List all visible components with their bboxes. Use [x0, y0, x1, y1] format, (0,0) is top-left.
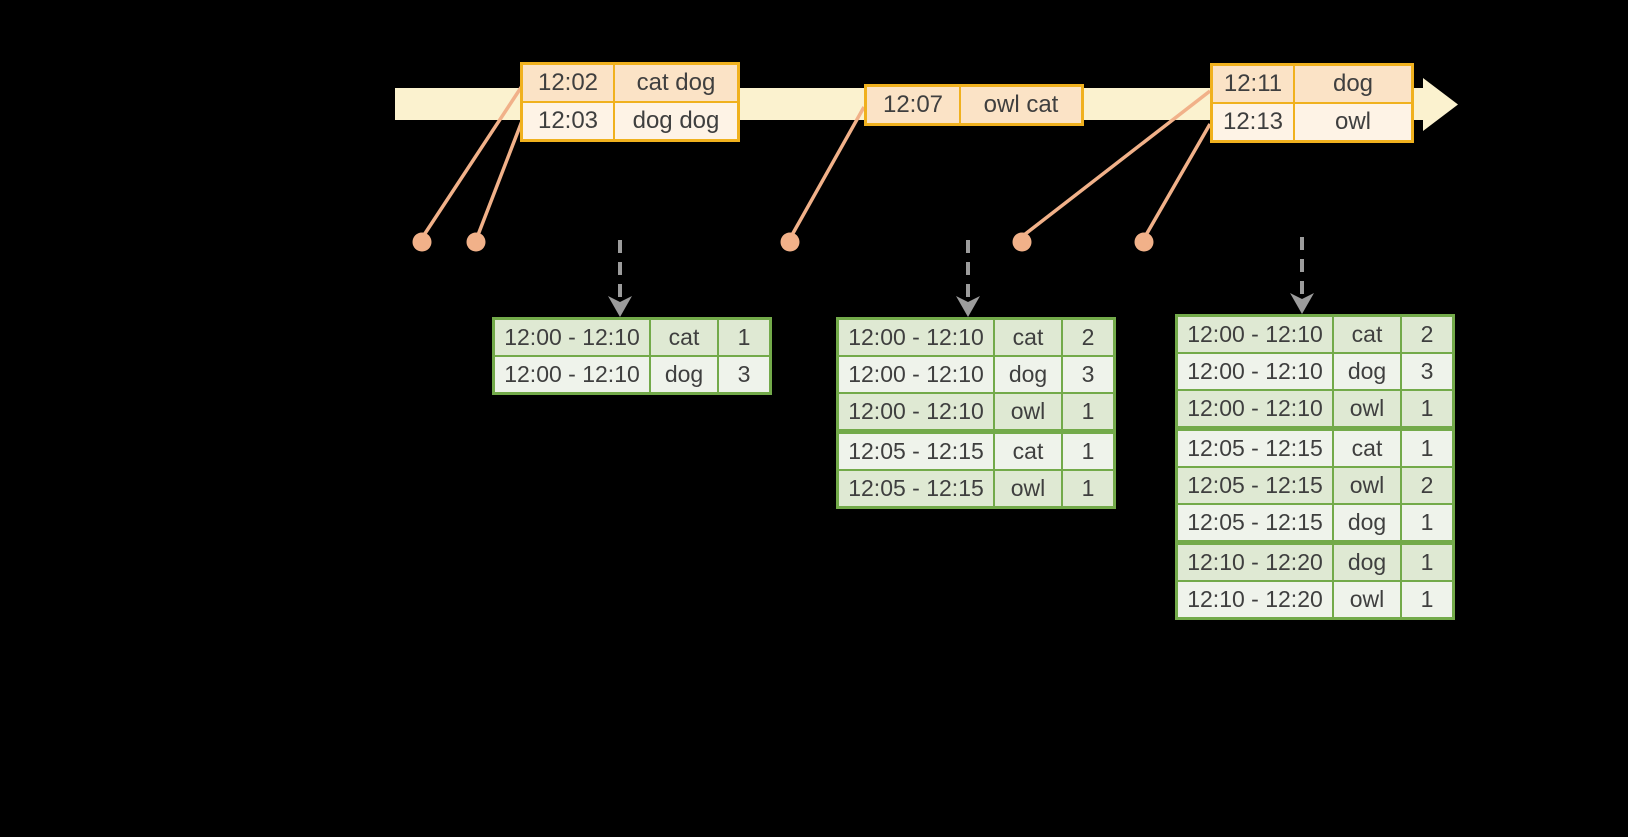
result-window: 12:05 - 12:15 — [1175, 466, 1334, 505]
event-dot — [780, 232, 800, 252]
result-word: cat — [1332, 314, 1402, 354]
result-count: 1 — [717, 317, 772, 357]
event-words: owl — [1293, 102, 1414, 143]
table-row: 12:10 - 12:20 owl 1 — [1175, 580, 1455, 620]
result-window: 12:05 - 12:15 — [836, 469, 995, 509]
table-row: 12:07 owl cat — [864, 84, 1084, 126]
result-count: 1 — [1400, 503, 1455, 544]
result-count: 2 — [1400, 314, 1455, 354]
result-word: cat — [993, 317, 1063, 357]
event-dot — [1012, 232, 1032, 252]
result-word: dog — [1332, 352, 1402, 391]
connector-line — [1022, 89, 1212, 237]
table-row: 12:05 - 12:15 cat 1 — [836, 429, 1116, 471]
result-window: 12:10 - 12:20 — [1175, 540, 1334, 582]
result-count: 3 — [717, 355, 772, 395]
result-window: 12:05 - 12:15 — [836, 429, 995, 471]
table-row: 12:00 - 12:10 owl 1 — [1175, 389, 1455, 430]
result-window: 12:00 - 12:10 — [836, 317, 995, 357]
trigger-arrow-icon — [1290, 237, 1314, 314]
result-count: 1 — [1061, 392, 1116, 433]
event-time: 12:07 — [864, 84, 961, 126]
event-time: 12:11 — [1210, 63, 1295, 104]
connector-line — [476, 120, 524, 236]
result-word: dog — [1332, 540, 1402, 582]
result-count: 2 — [1061, 317, 1116, 357]
table-row: 12:13 owl — [1210, 102, 1414, 143]
result-table-3: 12:00 - 12:10 cat 2 12:00 - 12:10 dog 3 … — [1175, 314, 1455, 620]
result-window: 12:00 - 12:10 — [836, 355, 995, 394]
table-row: 12:00 - 12:10 owl 1 — [836, 392, 1116, 433]
table-row: 12:00 - 12:10 dog 3 — [492, 355, 772, 395]
event-table-1: 12:02 cat dog 12:03 dog dog — [520, 62, 740, 142]
result-count: 1 — [1400, 389, 1455, 430]
table-row: 12:02 cat dog — [520, 62, 740, 103]
result-count: 1 — [1400, 580, 1455, 620]
table-row: 12:10 - 12:20 dog 1 — [1175, 540, 1455, 582]
connector-line — [422, 85, 524, 236]
result-count: 3 — [1061, 355, 1116, 394]
table-row: 12:00 - 12:10 cat 1 — [492, 317, 772, 357]
result-word: owl — [993, 469, 1063, 509]
trigger-arrow-icon — [956, 240, 980, 317]
result-word: cat — [1332, 426, 1402, 468]
result-table-2: 12:00 - 12:10 cat 2 12:00 - 12:10 dog 3 … — [836, 317, 1116, 509]
event-table-3: 12:11 dog 12:13 owl — [1210, 63, 1414, 143]
event-time: 12:13 — [1210, 102, 1295, 143]
result-count: 1 — [1400, 426, 1455, 468]
result-count: 3 — [1400, 352, 1455, 391]
result-count: 2 — [1400, 466, 1455, 505]
event-dot — [412, 232, 432, 252]
result-count: 1 — [1400, 540, 1455, 582]
result-window: 12:05 - 12:15 — [1175, 503, 1334, 544]
event-words: cat dog — [613, 62, 740, 103]
result-word: owl — [993, 392, 1063, 433]
event-words: dog dog — [613, 101, 740, 142]
result-word: cat — [649, 317, 719, 357]
result-window: 12:05 - 12:15 — [1175, 426, 1334, 468]
table-row: 12:00 - 12:10 dog 3 — [836, 355, 1116, 394]
trigger-arrow-icon — [608, 240, 632, 317]
table-row: 12:03 dog dog — [520, 101, 740, 142]
result-window: 12:00 - 12:10 — [492, 355, 651, 395]
connector-line — [1144, 123, 1212, 236]
result-word: cat — [993, 429, 1063, 471]
timeline-arrowhead-icon — [1423, 78, 1458, 131]
result-word: dog — [649, 355, 719, 395]
result-window: 12:00 - 12:10 — [1175, 352, 1334, 391]
table-row: 12:05 - 12:15 owl 1 — [836, 469, 1116, 509]
result-word: owl — [1332, 580, 1402, 620]
event-words: dog — [1293, 63, 1414, 104]
table-row: 12:05 - 12:15 owl 2 — [1175, 466, 1455, 505]
event-time: 12:03 — [520, 101, 615, 142]
event-words: owl cat — [959, 84, 1084, 126]
event-dot — [1134, 232, 1154, 252]
event-dot — [466, 232, 486, 252]
result-window: 12:00 - 12:10 — [1175, 389, 1334, 430]
table-row: 12:05 - 12:15 cat 1 — [1175, 426, 1455, 468]
result-word: owl — [1332, 466, 1402, 505]
table-row: 12:00 - 12:10 cat 2 — [836, 317, 1116, 357]
table-row: 12:05 - 12:15 dog 1 — [1175, 503, 1455, 544]
result-word: dog — [993, 355, 1063, 394]
table-row: 12:00 - 12:10 dog 3 — [1175, 352, 1455, 391]
result-count: 1 — [1061, 469, 1116, 509]
table-row: 12:11 dog — [1210, 63, 1414, 104]
result-window: 12:10 - 12:20 — [1175, 580, 1334, 620]
result-word: dog — [1332, 503, 1402, 544]
table-row: 12:00 - 12:10 cat 2 — [1175, 314, 1455, 354]
result-window: 12:00 - 12:10 — [1175, 314, 1334, 354]
connector-line — [790, 106, 866, 236]
result-window: 12:00 - 12:10 — [836, 392, 995, 433]
event-table-2: 12:07 owl cat — [864, 84, 1084, 126]
event-time: 12:02 — [520, 62, 615, 103]
result-table-1: 12:00 - 12:10 cat 1 12:00 - 12:10 dog 3 — [492, 317, 772, 395]
result-word: owl — [1332, 389, 1402, 430]
result-window: 12:00 - 12:10 — [492, 317, 651, 357]
result-count: 1 — [1061, 429, 1116, 471]
